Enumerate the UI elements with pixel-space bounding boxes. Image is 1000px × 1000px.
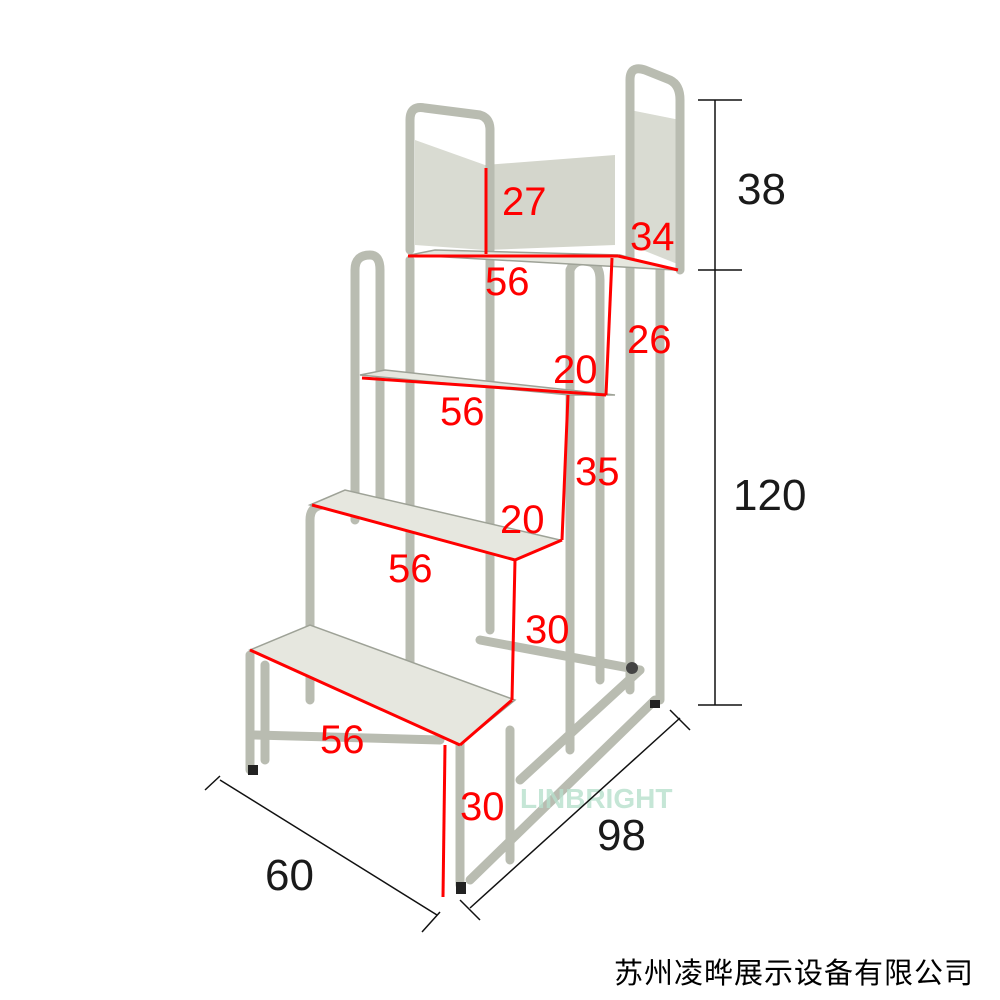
dim-top-platform-width: 56 [485,260,530,304]
dim-platform-height: 120 [733,471,806,520]
dim-riser-top: 26 [627,318,672,362]
overall-dimension-lines [204,99,742,933]
red-dimension-lines [249,168,679,898]
dim-base-length: 98 [597,811,646,860]
dim-riser-1: 30 [460,785,505,829]
dim-step2-depth: 20 [500,498,545,542]
dim-step2-width: 56 [388,547,433,591]
dim-riser-2: 30 [525,608,570,652]
watermark-logo: LINBRIGHT [520,783,672,814]
company-name: 苏州凌晔展示设备有限公司 [614,956,975,990]
dim-step3-depth: 20 [553,348,598,392]
right-guard-rail [625,64,685,275]
dim-top-platform-depth: 34 [630,215,675,259]
dim-riser-3: 35 [575,450,620,494]
left-guard-panel [415,140,485,250]
foot [650,700,660,708]
front-leg [245,650,270,775]
left-guard-rail [405,103,495,255]
step-1-plate [248,624,517,746]
base-rail [465,665,660,885]
dim-backrest-height: 27 [502,180,547,224]
base-rail [250,635,645,745]
dim-step1-width: 56 [320,718,365,762]
foot [248,765,258,775]
dim-step3-width: 56 [440,390,485,434]
right-handrail [565,256,605,755]
dim-base-width: 60 [265,851,314,900]
foot [456,882,466,894]
left-handrail [350,250,385,525]
right-guard-panel [630,110,680,265]
back-guard-panel [485,155,615,250]
wheel [626,662,638,674]
dim-guard-height: 38 [737,165,786,214]
